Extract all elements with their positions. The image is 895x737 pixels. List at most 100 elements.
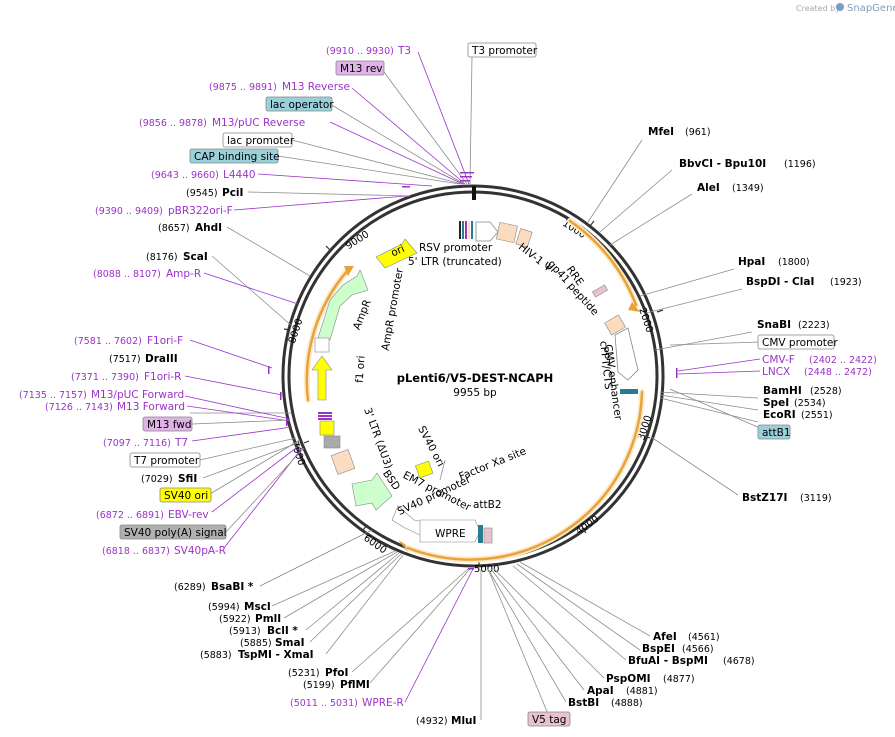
enzyme-name: BstZ17I [742, 492, 787, 504]
enzyme-pos: (4888) [611, 698, 643, 709]
f1-ori-feature[interactable] [311, 355, 333, 401]
enzyme-pos: (1800) [778, 257, 810, 268]
primer-name: T7 [174, 437, 188, 449]
t7-promoter-box[interactable] [129, 452, 201, 468]
enzyme-pos: (5883) [200, 650, 232, 661]
cap-binding-site-text: CAP binding site [194, 151, 280, 163]
primer-range: (7371 .. 7390) [71, 372, 139, 383]
lac-promoter-box[interactable] [222, 132, 293, 148]
enzyme-name: PflMI [340, 679, 370, 691]
m13-rev-box[interactable] [335, 60, 385, 76]
enzyme-pos: (4566) [682, 644, 714, 655]
ampr-label: AmpR [351, 298, 374, 332]
enzyme-lines [190, 139, 759, 720]
ampr-promoter-label: AmpR promoter [380, 267, 406, 352]
enzyme-pos: (5913) [229, 626, 261, 637]
ltr3-feature[interactable] [319, 420, 335, 436]
enzyme-name: SfiI [178, 473, 197, 485]
sv40-polya-box[interactable] [119, 524, 227, 540]
sv40-ori-text: SV40 ori [164, 490, 208, 502]
cppt-label: cPPT/CTS [597, 340, 614, 390]
primer-name: M13/pUC Reverse [212, 117, 305, 129]
enzyme-pos: (2534) [794, 398, 826, 409]
primer-name: M13 Reverse [282, 81, 350, 93]
ori-feature[interactable] [375, 238, 418, 269]
ltr3-box-feature[interactable] [330, 449, 356, 475]
primer-range: (9856 .. 9878) [139, 118, 207, 129]
primer-name: pBR322ori-F [168, 205, 233, 217]
enzyme-name: MfeI [648, 126, 674, 138]
sv40-ori-feature[interactable] [414, 460, 434, 479]
enzyme-name: PmlI [255, 613, 281, 625]
hiv-psi-feature[interactable] [515, 228, 533, 248]
enzyme-name: MluI [451, 715, 476, 727]
orange-arcs [303, 218, 645, 563]
enzyme-name: BstBI [568, 697, 599, 709]
attb1-box[interactable] [757, 424, 791, 440]
ampr-promoter-feature[interactable] [314, 337, 330, 353]
enzyme-pos: (5922) [219, 614, 251, 625]
bsd-feature[interactable] [351, 472, 393, 511]
arc-arrow-1-icon [628, 302, 640, 312]
enzyme-pos: (2551) [801, 410, 833, 421]
t3-promoter-text: T3 promoter [471, 45, 538, 57]
enzyme-name: BspEI [642, 643, 675, 655]
enzyme-pos: (5231) [288, 668, 320, 679]
enzyme-pos: (2528) [810, 386, 842, 397]
lac-operator-text: lac operator [270, 99, 334, 111]
factor-xa-line [439, 459, 446, 481]
v5-tag-feature[interactable] [483, 527, 493, 544]
wpre-feature[interactable] [419, 519, 481, 543]
enzyme-name: AleI [697, 182, 720, 194]
cppt-feature[interactable] [604, 314, 626, 336]
primer-range: (7135 .. 7157) [19, 390, 87, 401]
m13-rev-text: M13 rev [340, 63, 383, 75]
primer-range: (9643 .. 9660) [151, 170, 219, 181]
primer-name: LNCX [762, 366, 790, 378]
attb2-feature[interactable] [478, 525, 483, 543]
m13-fwd-box[interactable] [142, 416, 193, 432]
enzyme-name: MscI [244, 601, 271, 613]
primer-markers [268, 172, 678, 570]
primer-name: M13/pUC Forward [91, 389, 184, 401]
enzyme-pos: (3119) [800, 493, 832, 504]
primer-range: (6872 .. 6891) [96, 510, 164, 521]
primer-range: (7126 .. 7143) [45, 402, 113, 413]
enzyme-name: BbvCI - Bpu10I [679, 158, 766, 170]
tick-marks [283, 220, 664, 567]
cap-binding-site-box[interactable] [189, 148, 279, 164]
credit-text: Created by [796, 4, 840, 13]
enzyme-name: EcoRI [763, 409, 796, 421]
lac-operator-box[interactable] [265, 96, 333, 112]
v5-tag-box[interactable] [527, 711, 571, 727]
enzyme-pos: (5994) [208, 602, 240, 613]
enzyme-name: BfuAI - BspMI [628, 655, 708, 667]
sv40-polya-feature[interactable] [323, 435, 341, 449]
cmv-enhancer-feature[interactable] [614, 327, 639, 381]
enzyme-name: BclI * [267, 625, 298, 637]
brand-text: SnapGene [847, 3, 895, 14]
enzyme-name: HpaI [738, 256, 765, 268]
enzyme-pos: (4932) [416, 716, 448, 727]
enzyme-pos: (2223) [798, 320, 830, 331]
enzyme-name: BsaBI * [211, 581, 254, 593]
t3-promoter-box[interactable] [467, 42, 537, 58]
enzyme-name: BamHI [763, 385, 802, 397]
ltr5-feature[interactable] [495, 221, 518, 244]
ampr-feature[interactable] [317, 269, 369, 341]
primer-range: (9875 .. 9891) [209, 82, 277, 93]
enzyme-pos: (1196) [784, 159, 816, 170]
gp41-feature[interactable] [592, 284, 608, 298]
rsv-promoter-feature[interactable] [475, 221, 499, 242]
primer-name: SV40pA-R [174, 545, 226, 557]
enzyme-pos: (7029) [141, 474, 173, 485]
arc-arrow-3-icon [344, 266, 354, 276]
sv40-ori-box[interactable] [159, 487, 212, 503]
attb1-feature[interactable] [620, 389, 638, 394]
cmv-promoter-box[interactable] [757, 334, 835, 350]
primer-range: (9910 .. 9930) [326, 46, 394, 57]
arc-arrow-2-icon [398, 540, 408, 552]
feature-box-lines [191, 55, 761, 715]
enzyme-name: PfoI [325, 667, 348, 679]
